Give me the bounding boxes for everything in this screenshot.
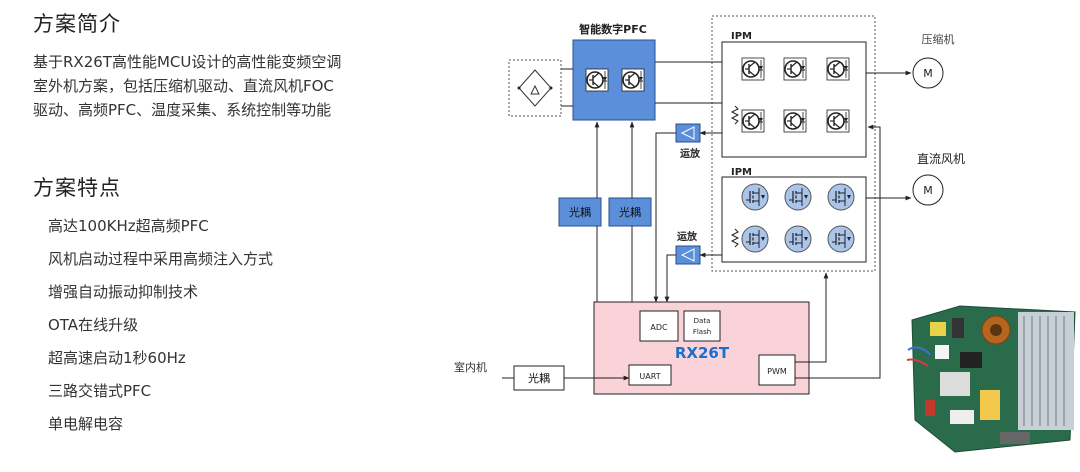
ipm-compressor bbox=[721, 41, 867, 158]
uart-label: UART bbox=[639, 372, 660, 381]
motor-letter: M bbox=[923, 67, 933, 80]
feature-item: 增强自动振动抑制技术 bbox=[48, 283, 199, 301]
fan-motor bbox=[912, 174, 944, 206]
intro-paragraph: 基于RX26T高性能MCU设计的高性能变频空调 室外机方案，包括压缩机驱动、直流… bbox=[33, 50, 453, 122]
opamp-label: 运放 bbox=[680, 147, 701, 160]
opamp-2 bbox=[675, 245, 701, 265]
pwm-label: PWM bbox=[767, 367, 787, 376]
optocoupler-label: 光耦 bbox=[619, 205, 641, 219]
optocoupler-label: 光耦 bbox=[528, 371, 550, 385]
intro-title: 方案简介 bbox=[33, 12, 121, 36]
features-list: 高达100KHz超高频PFC 风机启动过程中采用高频注入方式 增强自动振动抑制技… bbox=[48, 210, 273, 441]
optocoupler-2 bbox=[608, 197, 652, 227]
optocoupler-indoor bbox=[513, 365, 565, 391]
pfc-block bbox=[572, 39, 656, 121]
intro-line: 基于RX26T高性能MCU设计的高性能变频空调 bbox=[33, 53, 342, 71]
feature-item: 超高速启动1秒60Hz bbox=[48, 349, 186, 367]
compressor-label: 压缩机 bbox=[922, 32, 955, 46]
data-flash-label: Flash bbox=[693, 328, 711, 336]
pwm-box bbox=[758, 354, 796, 386]
mcu-name: RX26T bbox=[675, 344, 730, 362]
feature-item: OTA在线升级 bbox=[48, 316, 139, 334]
adc-box bbox=[639, 310, 679, 342]
intro-line: 室外机方案，包括压缩机驱动、直流风机FOC bbox=[33, 77, 334, 95]
uart-box bbox=[628, 364, 672, 386]
bridge-rectifier bbox=[508, 59, 562, 117]
intro-line: 驱动、高频PFC、温度采集、系统控制等功能 bbox=[33, 101, 332, 119]
opamp-label: 运放 bbox=[677, 230, 698, 243]
feature-item: 风机启动过程中采用高频注入方式 bbox=[48, 250, 274, 268]
ipm2-label: IPM bbox=[731, 167, 752, 178]
feature-item: 单电解电容 bbox=[48, 415, 124, 433]
fan-label: 直流风机 bbox=[917, 152, 965, 166]
compressor-motor bbox=[912, 57, 944, 89]
left-text-panel: 方案简介 基于RX26T高性能MCU设计的高性能变频空调 室外机方案，包括压缩机… bbox=[0, 0, 470, 472]
indoor-label: 室内机 bbox=[454, 360, 487, 374]
ipm-fan bbox=[721, 176, 867, 263]
ipm-enclosure bbox=[711, 15, 876, 272]
feature-item: 高达100KHz超高频PFC bbox=[48, 217, 209, 235]
ipm-label: IPM bbox=[731, 31, 752, 42]
motor-letter: M bbox=[923, 184, 933, 197]
optocoupler-1 bbox=[558, 197, 602, 227]
data-flash-box bbox=[683, 310, 721, 342]
optocoupler-label: 光耦 bbox=[569, 205, 591, 219]
adc-label: ADC bbox=[650, 323, 668, 332]
controller-board-photo bbox=[903, 297, 1078, 467]
feature-item: 三路交错式PFC bbox=[48, 382, 152, 400]
opamp-1 bbox=[675, 123, 701, 143]
features-title: 方案特点 bbox=[33, 176, 121, 200]
data-flash-label: Data bbox=[694, 317, 711, 325]
pfc-title: 智能数字PFC bbox=[579, 22, 647, 36]
